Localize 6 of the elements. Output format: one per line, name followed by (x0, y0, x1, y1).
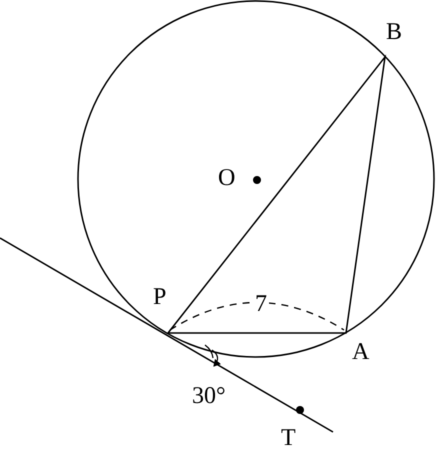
point-label: B (386, 20, 402, 44)
point-label: A (352, 340, 370, 364)
point-label: T (281, 426, 296, 450)
point-label: P (153, 285, 166, 309)
angle-label: 30° (192, 384, 226, 408)
center-label: O (218, 166, 236, 190)
